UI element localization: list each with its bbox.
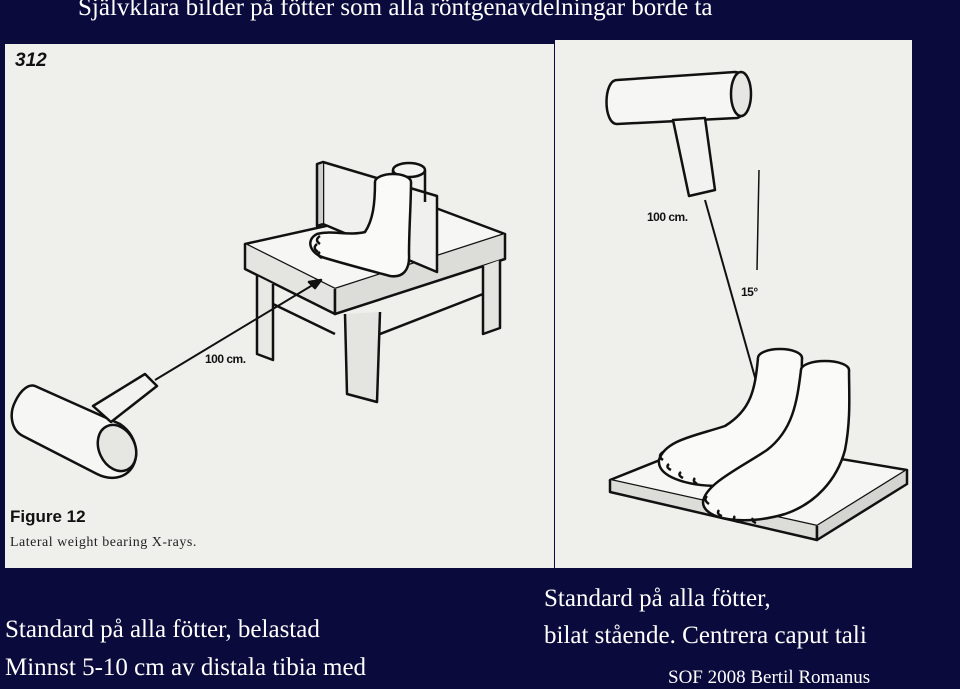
right-text-line-2: bilat stående. Centrera caput tali [544,622,867,649]
left-text-line-2: Minnst 5-10 cm av distala tibia med [5,654,367,681]
credit-line: SOF 2008 Bertil Romanus [668,667,871,688]
slide-title: Självklara bilder på fötter som alla rön… [78,0,713,21]
right-text-line-1: Standard på alla fötter, [544,585,771,612]
figure-subcaption: Lateral weight bearing X-rays. [10,535,197,550]
lateral-setup-drawing [10,160,507,480]
bilateral-standing-xray-illustration: 100 cm. 15° [555,40,912,568]
standing-setup-drawing [605,70,909,542]
figure-caption: Figure 12 [10,507,86,526]
figure-number: 312 [15,50,47,71]
distance-label-left: 100 cm. [205,352,246,366]
angle-label: 15° [741,285,758,299]
left-text-line-1: Standard på alla fötter, belastad [5,616,320,643]
lateral-xray-illustration: 312 100 cm. Figure 12 Lateral weight bea… [5,44,554,568]
distance-label-right: 100 cm. [647,210,688,224]
